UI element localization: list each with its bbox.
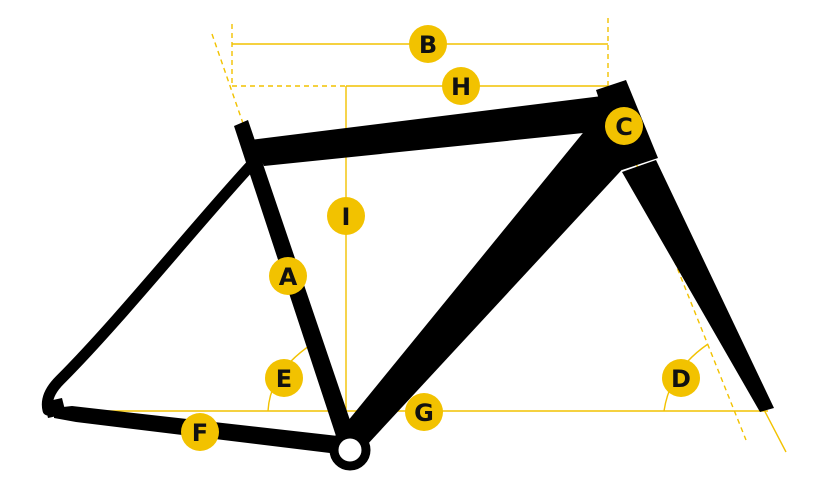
label-c-text: C: [615, 113, 633, 141]
bottom-bracket: [329, 429, 371, 471]
label-b-badge: B: [409, 25, 447, 63]
label-e-badge: E: [265, 359, 303, 397]
fork: [622, 160, 774, 412]
label-i-badge: I: [327, 197, 365, 235]
label-h-text: H: [451, 73, 471, 101]
label-c-badge: C: [605, 107, 643, 145]
label-i-text: I: [342, 203, 351, 231]
label-d-badge: D: [662, 359, 700, 397]
label-f-badge: F: [181, 413, 219, 451]
seat-axis-extension-line: [211, 33, 247, 133]
label-b-text: B: [419, 31, 437, 59]
label-g-badge: G: [405, 393, 443, 431]
top-tube: [250, 96, 632, 166]
label-h-badge: H: [442, 67, 480, 105]
label-a-badge: A: [269, 257, 307, 295]
down-tube: [334, 112, 642, 446]
label-g-text: G: [414, 399, 434, 427]
label-e-text: E: [276, 365, 292, 393]
label-a-text: A: [279, 263, 298, 291]
rear-dropout: [44, 398, 66, 418]
seat-stay: [41, 156, 260, 416]
label-d-text: D: [671, 365, 691, 393]
label-f-text: F: [192, 419, 208, 447]
